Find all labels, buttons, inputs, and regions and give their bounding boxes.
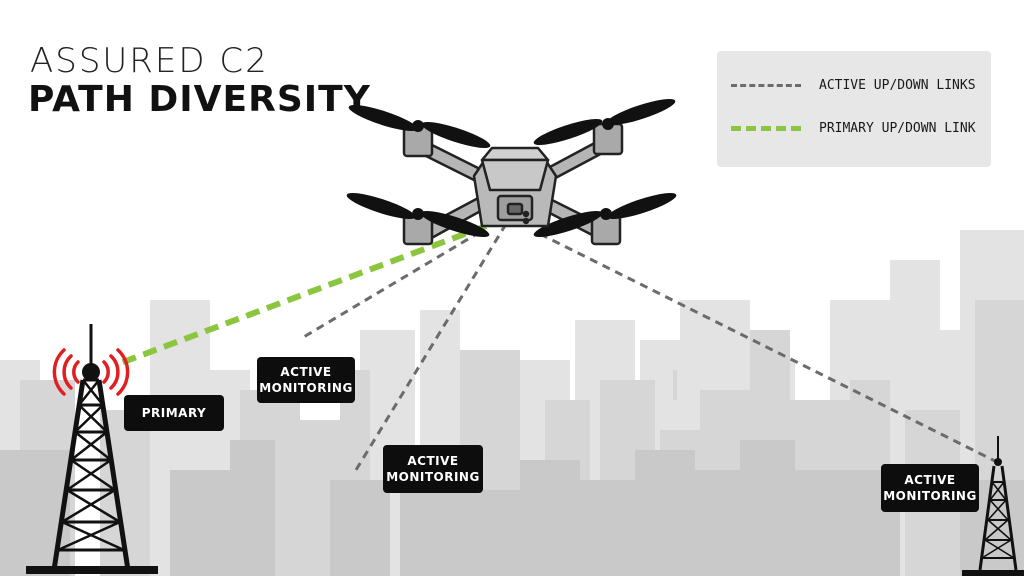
label-line2: MONITORING	[883, 489, 977, 503]
legend-item-active: ACTIVE UP/DOWN LINKS	[731, 75, 976, 95]
label-line2: MONITORING	[386, 470, 480, 484]
label-line2: MONITORING	[259, 381, 353, 395]
active-link-monitoring-2	[354, 223, 508, 471]
cell-tower-icon	[962, 436, 1024, 576]
cell-tower-icon	[26, 324, 158, 574]
active-link-monitoring-3	[539, 232, 998, 464]
label-active-monitoring-1: ACTIVE MONITORING	[257, 357, 355, 403]
legend-label-primary: PRIMARY UP/DOWN LINK	[819, 120, 976, 136]
page-title-line1: ASSURED C2	[30, 41, 269, 81]
label-primary: PRIMARY	[124, 395, 224, 431]
legend-swatch-green-dashed	[731, 125, 801, 131]
label-active-monitoring-2: ACTIVE MONITORING	[383, 445, 483, 493]
city-skyline	[0, 230, 1024, 576]
legend: ACTIVE UP/DOWN LINKS PRIMARY UP/DOWN LIN…	[717, 51, 991, 167]
label-line1: ACTIVE	[407, 454, 459, 468]
active-link-monitoring-1	[301, 230, 481, 340]
label-primary-text: PRIMARY	[141, 406, 207, 420]
label-line1: ACTIVE	[280, 365, 332, 379]
drone-icon	[346, 99, 677, 246]
legend-item-primary: PRIMARY UP/DOWN LINK	[731, 118, 976, 138]
radio-signal-icon	[52, 348, 130, 396]
label-line1: ACTIVE	[904, 473, 956, 487]
legend-label-active: ACTIVE UP/DOWN LINKS	[819, 77, 976, 93]
label-active-monitoring-3: ACTIVE MONITORING	[881, 464, 979, 512]
legend-swatch-gray-dashed	[731, 83, 801, 87]
page-title-line2: PATH DIVERSITY	[28, 79, 371, 120]
